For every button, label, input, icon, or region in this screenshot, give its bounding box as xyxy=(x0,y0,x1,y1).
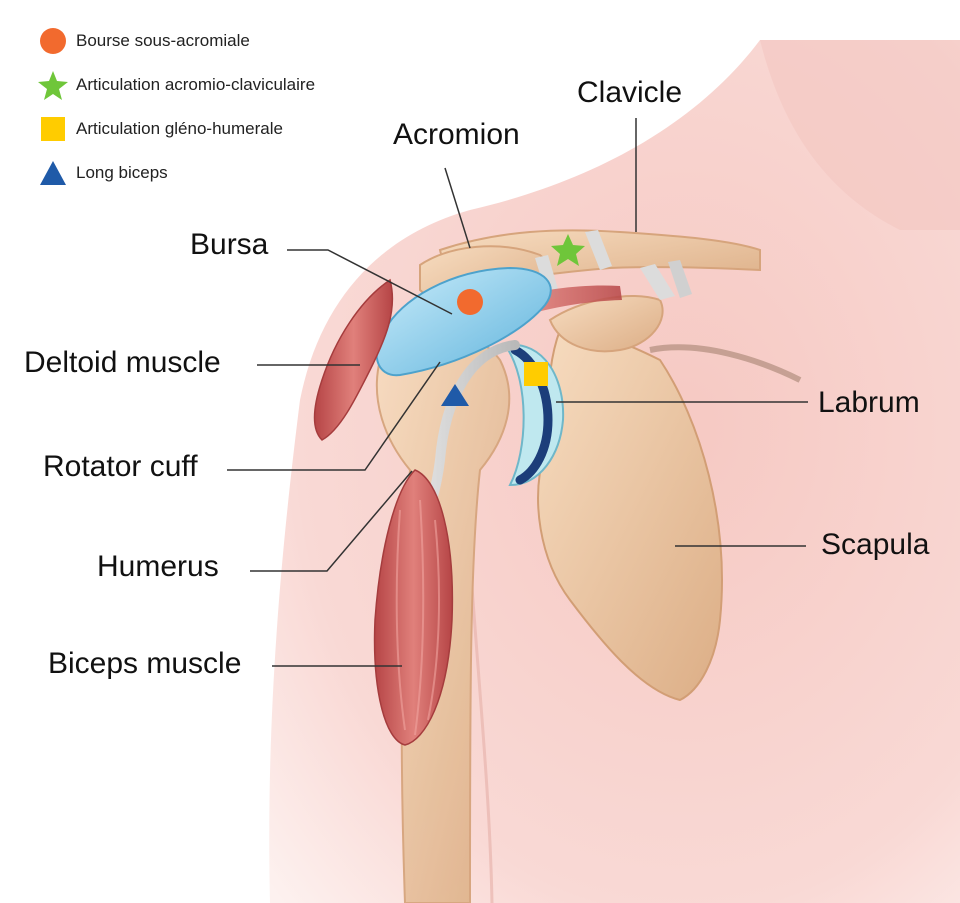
legend-item-acromio: Articulation acromio-claviculaire xyxy=(38,70,316,100)
ligament-right-2 xyxy=(668,260,692,298)
legend-item-biceps: Long biceps xyxy=(38,160,315,186)
scapula-spine xyxy=(649,344,802,383)
star-icon xyxy=(38,70,68,100)
legend-label: Articulation gléno-humerale xyxy=(76,119,283,138)
leader-rotator-cuff xyxy=(227,361,441,471)
ligament-ac xyxy=(585,230,612,270)
leader-bursa xyxy=(287,249,453,315)
label-deltoid: Deltoid muscle xyxy=(24,346,221,379)
legend-label: Long biceps xyxy=(76,163,168,182)
deltoid-muscle xyxy=(313,278,394,441)
label-humerus: Humerus xyxy=(97,550,219,583)
bursa-sac xyxy=(375,266,552,377)
glenoid-cartilage xyxy=(503,343,565,487)
bursa-marker xyxy=(457,289,483,315)
label-labrum: Labrum xyxy=(818,386,920,419)
legend-label: Articulation acromio-claviculaire xyxy=(76,75,316,94)
triangle-icon xyxy=(38,158,68,188)
label-acromion: Acromion xyxy=(393,118,520,151)
ligament-left xyxy=(535,255,560,300)
leader-lines xyxy=(227,118,808,667)
biceps-muscle xyxy=(373,469,454,746)
label-bursa: Bursa xyxy=(190,228,269,261)
square-icon xyxy=(38,114,68,144)
label-scapula: Scapula xyxy=(821,528,930,561)
long-biceps-marker xyxy=(441,384,469,406)
ac-joint-marker xyxy=(551,234,585,266)
legend-item-bourse: Bourse sous-acromiale xyxy=(38,28,315,54)
label-biceps: Biceps muscle xyxy=(48,647,242,680)
legend: Bourse sous-acromiale Articulation acrom… xyxy=(38,28,315,204)
neck-shape xyxy=(760,40,960,230)
label-rotator-cuff: Rotator cuff xyxy=(43,450,198,483)
legend-label: Bourse sous-acromiale xyxy=(76,31,250,50)
ligament-right xyxy=(640,264,675,300)
arm-crease xyxy=(468,559,494,903)
label-clavicle: Clavicle xyxy=(577,76,683,109)
leader-humerus xyxy=(250,470,413,572)
legend-item-gleno: Articulation gléno-humerale xyxy=(38,116,315,142)
rotator-cuff xyxy=(430,285,622,352)
gleno-humeral-marker xyxy=(524,362,548,386)
biceps-striation xyxy=(395,499,441,736)
circle-icon xyxy=(38,26,68,56)
leader-acromion xyxy=(444,167,471,249)
